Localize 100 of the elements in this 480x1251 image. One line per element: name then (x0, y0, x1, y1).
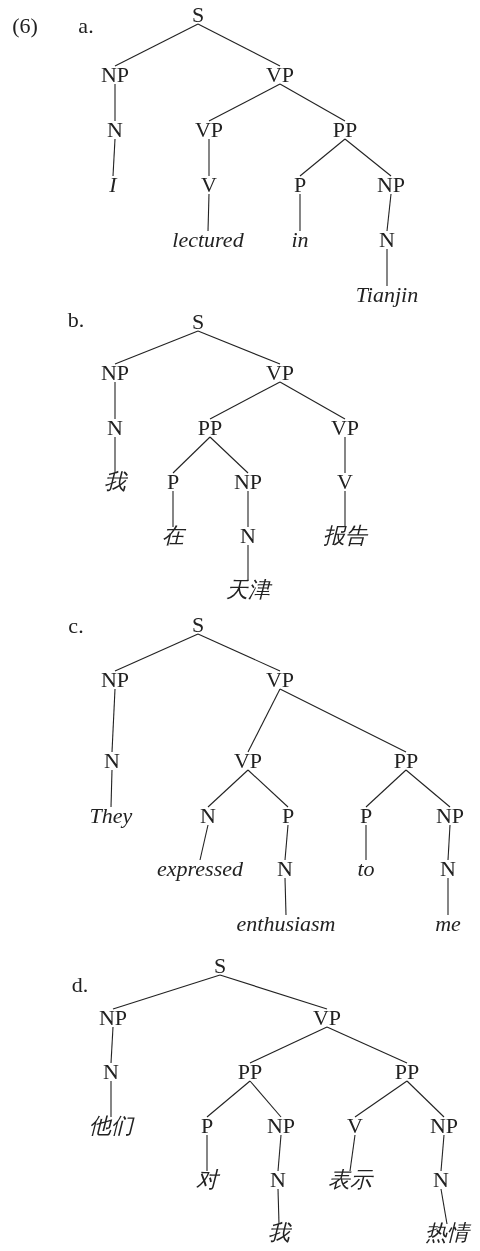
category-label: P (166, 471, 180, 493)
word-label: 在 (162, 525, 184, 547)
branch-line (172, 436, 211, 474)
branch-line (114, 436, 116, 474)
branch-line (110, 1026, 114, 1064)
category-label: PP (197, 417, 223, 439)
category-label: P (281, 805, 295, 827)
branch-line (207, 193, 210, 232)
category-label: NP (233, 471, 263, 493)
word-label: 对 (196, 1169, 218, 1191)
branch-line (247, 688, 281, 753)
branch-line (354, 1080, 408, 1118)
branch-line (406, 1080, 445, 1118)
branch-line (208, 138, 210, 177)
branch-line (172, 490, 174, 528)
category-label: N (103, 1061, 119, 1083)
category-label: VP (194, 119, 224, 141)
category-label: NP (98, 1007, 128, 1029)
branch-line (284, 877, 287, 916)
category-label: N (270, 1169, 286, 1191)
branch-line (326, 1026, 408, 1064)
branch-line (247, 490, 249, 528)
branch-line (249, 1026, 328, 1064)
branch-line (208, 83, 281, 122)
branch-line (386, 193, 392, 232)
branch-line (114, 330, 199, 365)
word-label: 他们 (89, 1115, 133, 1137)
word-label: I (109, 174, 117, 196)
branch-line (344, 138, 392, 177)
branch-line (279, 688, 407, 753)
branch-line (209, 381, 281, 420)
category-label: N (379, 229, 395, 251)
branch-line (114, 633, 199, 672)
category-label: VP (265, 64, 295, 86)
category-label: VP (312, 1007, 342, 1029)
branch-line (440, 1188, 448, 1225)
branch-line (110, 769, 113, 808)
example-letter: b. (67, 309, 85, 331)
branch-line (365, 769, 407, 808)
category-label: NP (435, 805, 465, 827)
branch-line (405, 769, 451, 808)
branch-line (112, 974, 221, 1010)
category-label: PP (237, 1061, 263, 1083)
branch-line (197, 330, 281, 365)
category-label: NP (100, 64, 130, 86)
branch-line (344, 490, 346, 528)
word-label: enthusiasm (236, 913, 336, 935)
category-label: P (359, 805, 373, 827)
category-label: VP (265, 362, 295, 384)
word-label: to (357, 858, 375, 880)
category-label: N (240, 525, 256, 547)
branch-line (344, 436, 346, 474)
branch-line (206, 1134, 208, 1172)
branch-line (279, 83, 346, 122)
branch-line (247, 544, 249, 582)
category-label: NP (100, 362, 130, 384)
branch-line (299, 193, 301, 232)
word-label: They (89, 805, 133, 827)
category-label: P (200, 1115, 214, 1137)
category-label: VP (233, 750, 263, 772)
branch-line (365, 824, 367, 861)
category-label: PP (394, 1061, 420, 1083)
branch-line (114, 381, 116, 420)
branch-line (386, 248, 388, 287)
branch-line (277, 1134, 282, 1172)
word-label: me (435, 913, 461, 935)
category-label: P (293, 174, 307, 196)
category-label: N (277, 858, 293, 880)
branch-line (114, 83, 116, 122)
category-label: N (104, 750, 120, 772)
category-label: NP (100, 669, 130, 691)
example-letter: c. (68, 615, 84, 637)
category-label: S (191, 614, 205, 636)
branch-line (110, 1080, 112, 1118)
category-label: N (440, 858, 456, 880)
word-label: Tianjin (355, 284, 419, 306)
category-label: N (200, 805, 216, 827)
branch-line (277, 1188, 280, 1225)
category-label: V (347, 1115, 363, 1137)
word-label: 我 (268, 1222, 290, 1244)
category-label: NP (266, 1115, 296, 1137)
branch-line (197, 23, 281, 67)
branch-line (279, 381, 346, 420)
category-label: N (107, 417, 123, 439)
branch-line (199, 824, 209, 861)
category-label: N (433, 1169, 449, 1191)
branch-line (114, 23, 199, 67)
branch-line (207, 769, 249, 808)
branch-line (206, 1080, 251, 1118)
word-label: lectured (172, 229, 244, 251)
category-label: N (107, 119, 123, 141)
branch-line (197, 633, 281, 672)
word-label: 报告 (323, 525, 367, 547)
example-number: (6) (12, 15, 38, 37)
branch-line (209, 436, 249, 474)
branch-line (299, 138, 346, 177)
word-label: expressed (157, 858, 243, 880)
category-label: V (201, 174, 217, 196)
category-label: S (191, 311, 205, 333)
word-label: in (291, 229, 309, 251)
